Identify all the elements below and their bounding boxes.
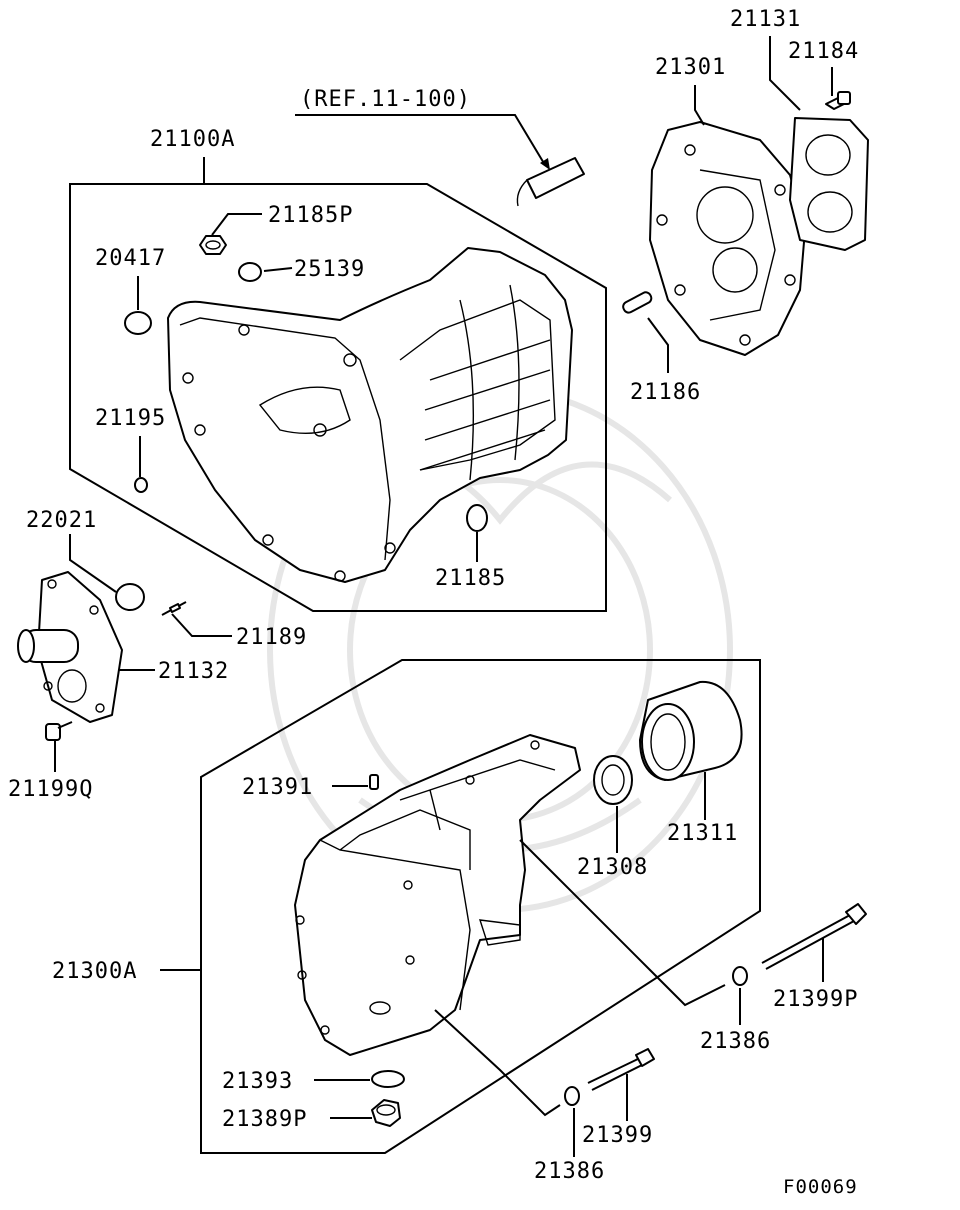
label-21399: 21399	[582, 1123, 653, 1148]
washer-21386-upper	[732, 966, 748, 986]
label-21300A: 21300A	[52, 959, 137, 984]
gasket-25139	[238, 262, 262, 282]
sealant-tube-icon	[516, 157, 585, 207]
label-21186: 21186	[630, 380, 701, 405]
label-21311: 21311	[667, 821, 738, 846]
gasket-21393	[371, 1070, 405, 1088]
adapter-case-21300A	[294, 734, 581, 1056]
label-21301: 21301	[655, 55, 726, 80]
part-labels: (REF.11-100) 21100A 21185P 20417 25139 2…	[8, 7, 859, 1198]
drain-plug-21185P	[199, 235, 227, 255]
reference-note: (REF.11-100)	[300, 87, 471, 112]
label-21386-upper: 21386	[700, 1029, 771, 1054]
bolt-21399P	[761, 903, 867, 970]
label-21389P: 21389P	[222, 1107, 307, 1132]
label-21199Q: 21199Q	[8, 777, 93, 802]
bolt-21184	[825, 91, 851, 110]
o-ring-21185	[466, 504, 488, 532]
oil-seal-22021	[115, 583, 145, 611]
bolt-21199Q	[45, 721, 73, 741]
label-21393: 21393	[222, 1069, 293, 1094]
seal-21308	[593, 755, 633, 805]
label-21386-lower: 21386	[534, 1159, 605, 1184]
dowel-pin-21186	[622, 291, 653, 314]
plug-21195	[134, 477, 148, 493]
plug-21389P	[371, 1099, 401, 1127]
label-21184: 21184	[788, 39, 859, 64]
plug-21391	[369, 774, 379, 790]
group-box-21300A	[200, 659, 761, 1154]
label-21399P: 21399P	[773, 987, 858, 1012]
label-21185P: 21185P	[268, 203, 353, 228]
pin-21189	[161, 601, 187, 616]
label-22021: 22021	[26, 508, 97, 533]
leader-lines	[54, 36, 833, 1157]
bearing-21311	[639, 680, 743, 781]
label-21131: 21131	[730, 7, 801, 32]
oil-seal-20417	[124, 311, 152, 335]
extension-housing-21301	[649, 121, 806, 356]
label-21308: 21308	[577, 855, 648, 880]
label-21189: 21189	[236, 625, 307, 650]
transmission-case-21100A	[167, 247, 573, 583]
washer-21386-lower	[564, 1086, 580, 1106]
label-21195: 21195	[95, 406, 166, 431]
group-box-21100A	[69, 183, 607, 612]
figure-code: F00069	[783, 1176, 858, 1198]
label-21100A: 21100A	[150, 127, 235, 152]
front-bearing-retainer-21132	[17, 571, 123, 723]
label-25139: 25139	[294, 257, 365, 282]
label-21185: 21185	[435, 566, 506, 591]
label-21391: 21391	[242, 775, 313, 800]
bolt-21399	[587, 1048, 655, 1091]
gasket-plate-21131	[789, 117, 869, 251]
label-20417: 20417	[95, 246, 166, 271]
label-21132: 21132	[158, 659, 229, 684]
